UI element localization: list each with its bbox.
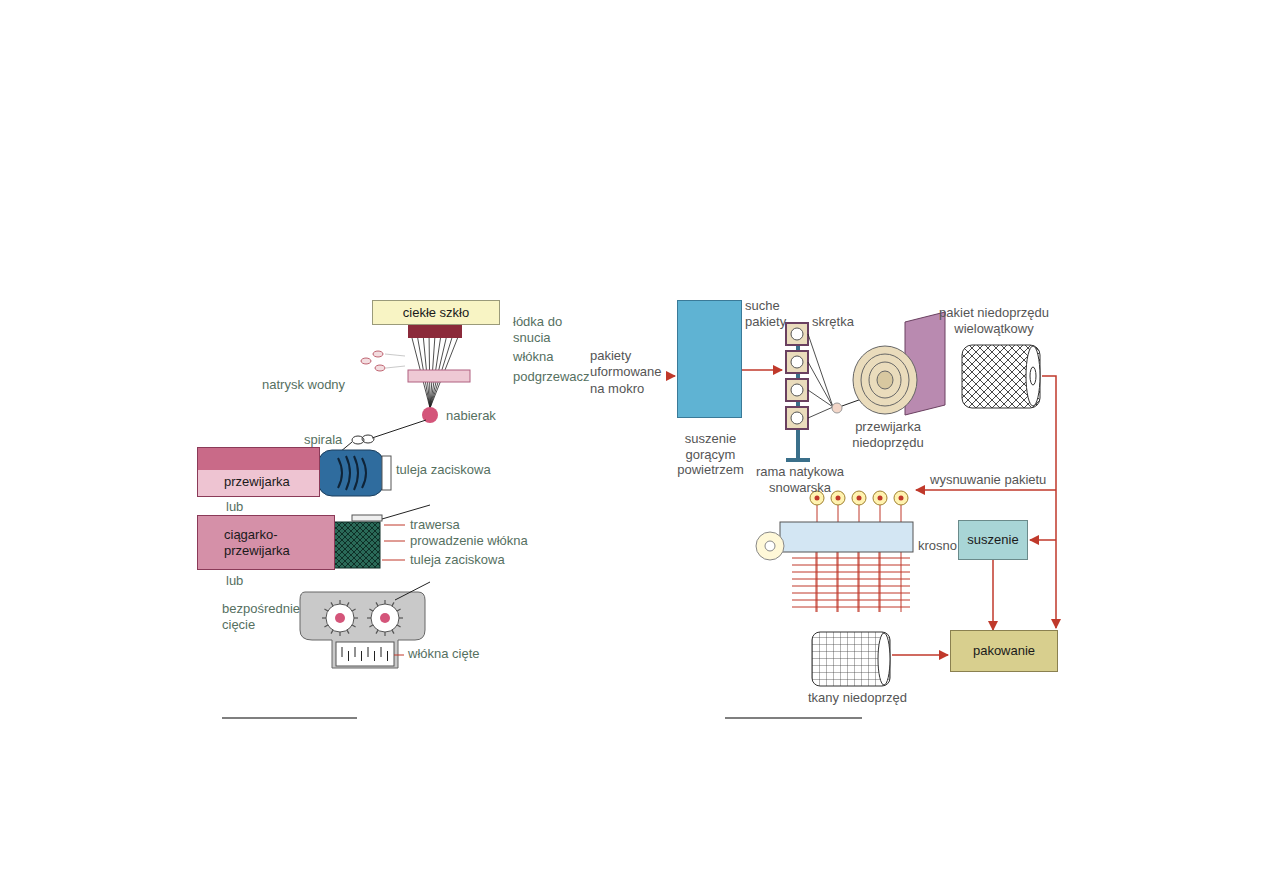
heater (408, 370, 470, 382)
node-text: ciągarko- przewijarka (224, 527, 320, 558)
node-text: pakowanie (973, 643, 1035, 659)
process-box: pakowanie (950, 630, 1058, 672)
node-text: przewijarka (224, 474, 290, 490)
flow-lines (892, 376, 1056, 655)
spiral (352, 435, 374, 444)
part-label: nabierak (446, 408, 496, 424)
part-label: lub (226, 573, 243, 589)
part-label: prowadzenie włókna (410, 533, 528, 549)
part-label: lub (226, 499, 243, 515)
part-label: trawersa (410, 517, 460, 533)
process-box: suszenie (958, 520, 1028, 560)
part-label: tuleja zaciskowa (396, 462, 491, 478)
flow-arrow (992, 560, 994, 630)
process-box: przewijarka (197, 447, 320, 497)
node-text: suszenie (967, 532, 1018, 548)
part-label: rama natykowa snowarska (748, 464, 852, 497)
roving-package (962, 345, 1040, 408)
flow-arrow (742, 369, 782, 371)
bushing (408, 325, 462, 338)
part-label: pakiety uformowane na mokro (590, 348, 666, 397)
part-label: skrętka (812, 314, 854, 330)
node-text: ciekłe szkło (403, 305, 469, 321)
water-spray (361, 351, 405, 371)
part-label: bezpośrednie cięcie (222, 601, 310, 634)
part-label: tuleja zaciskowa (410, 552, 505, 568)
part-label: włókna (513, 349, 553, 365)
roving-winder (853, 312, 945, 415)
part-label: włókna cięte (408, 646, 480, 662)
process-box: ciągarko- przewijarka (197, 515, 335, 570)
part-label: krosno (918, 538, 957, 554)
node-text: suszenie gorącym powietrzem (668, 431, 753, 478)
part-label: przewijarka niedoprzędu (842, 419, 934, 452)
loom (756, 491, 913, 612)
part-label: natrysk wodny (262, 377, 345, 393)
caption-line (725, 717, 862, 718)
part-label: pakiet niedoprzędu wielowątkowy (930, 305, 1058, 338)
strand (340, 420, 426, 452)
part-label: podgrzewacz (513, 369, 590, 385)
part-label: wysnuwanie pakietu (930, 472, 1046, 488)
process-box: ciekłe szkło (372, 300, 500, 325)
dryer-box: suszenie gorącym powietrzem (677, 300, 742, 418)
part-label: spirala (304, 432, 342, 448)
flow-arrow (666, 375, 675, 377)
part-label: suche pakiety (745, 298, 797, 331)
woven-roving (812, 632, 890, 686)
caption-line (222, 717, 357, 718)
part-label: łódka do snucia (513, 314, 577, 347)
part-label: tkany niedoprzęd (808, 690, 907, 706)
winder-drum (318, 450, 391, 496)
